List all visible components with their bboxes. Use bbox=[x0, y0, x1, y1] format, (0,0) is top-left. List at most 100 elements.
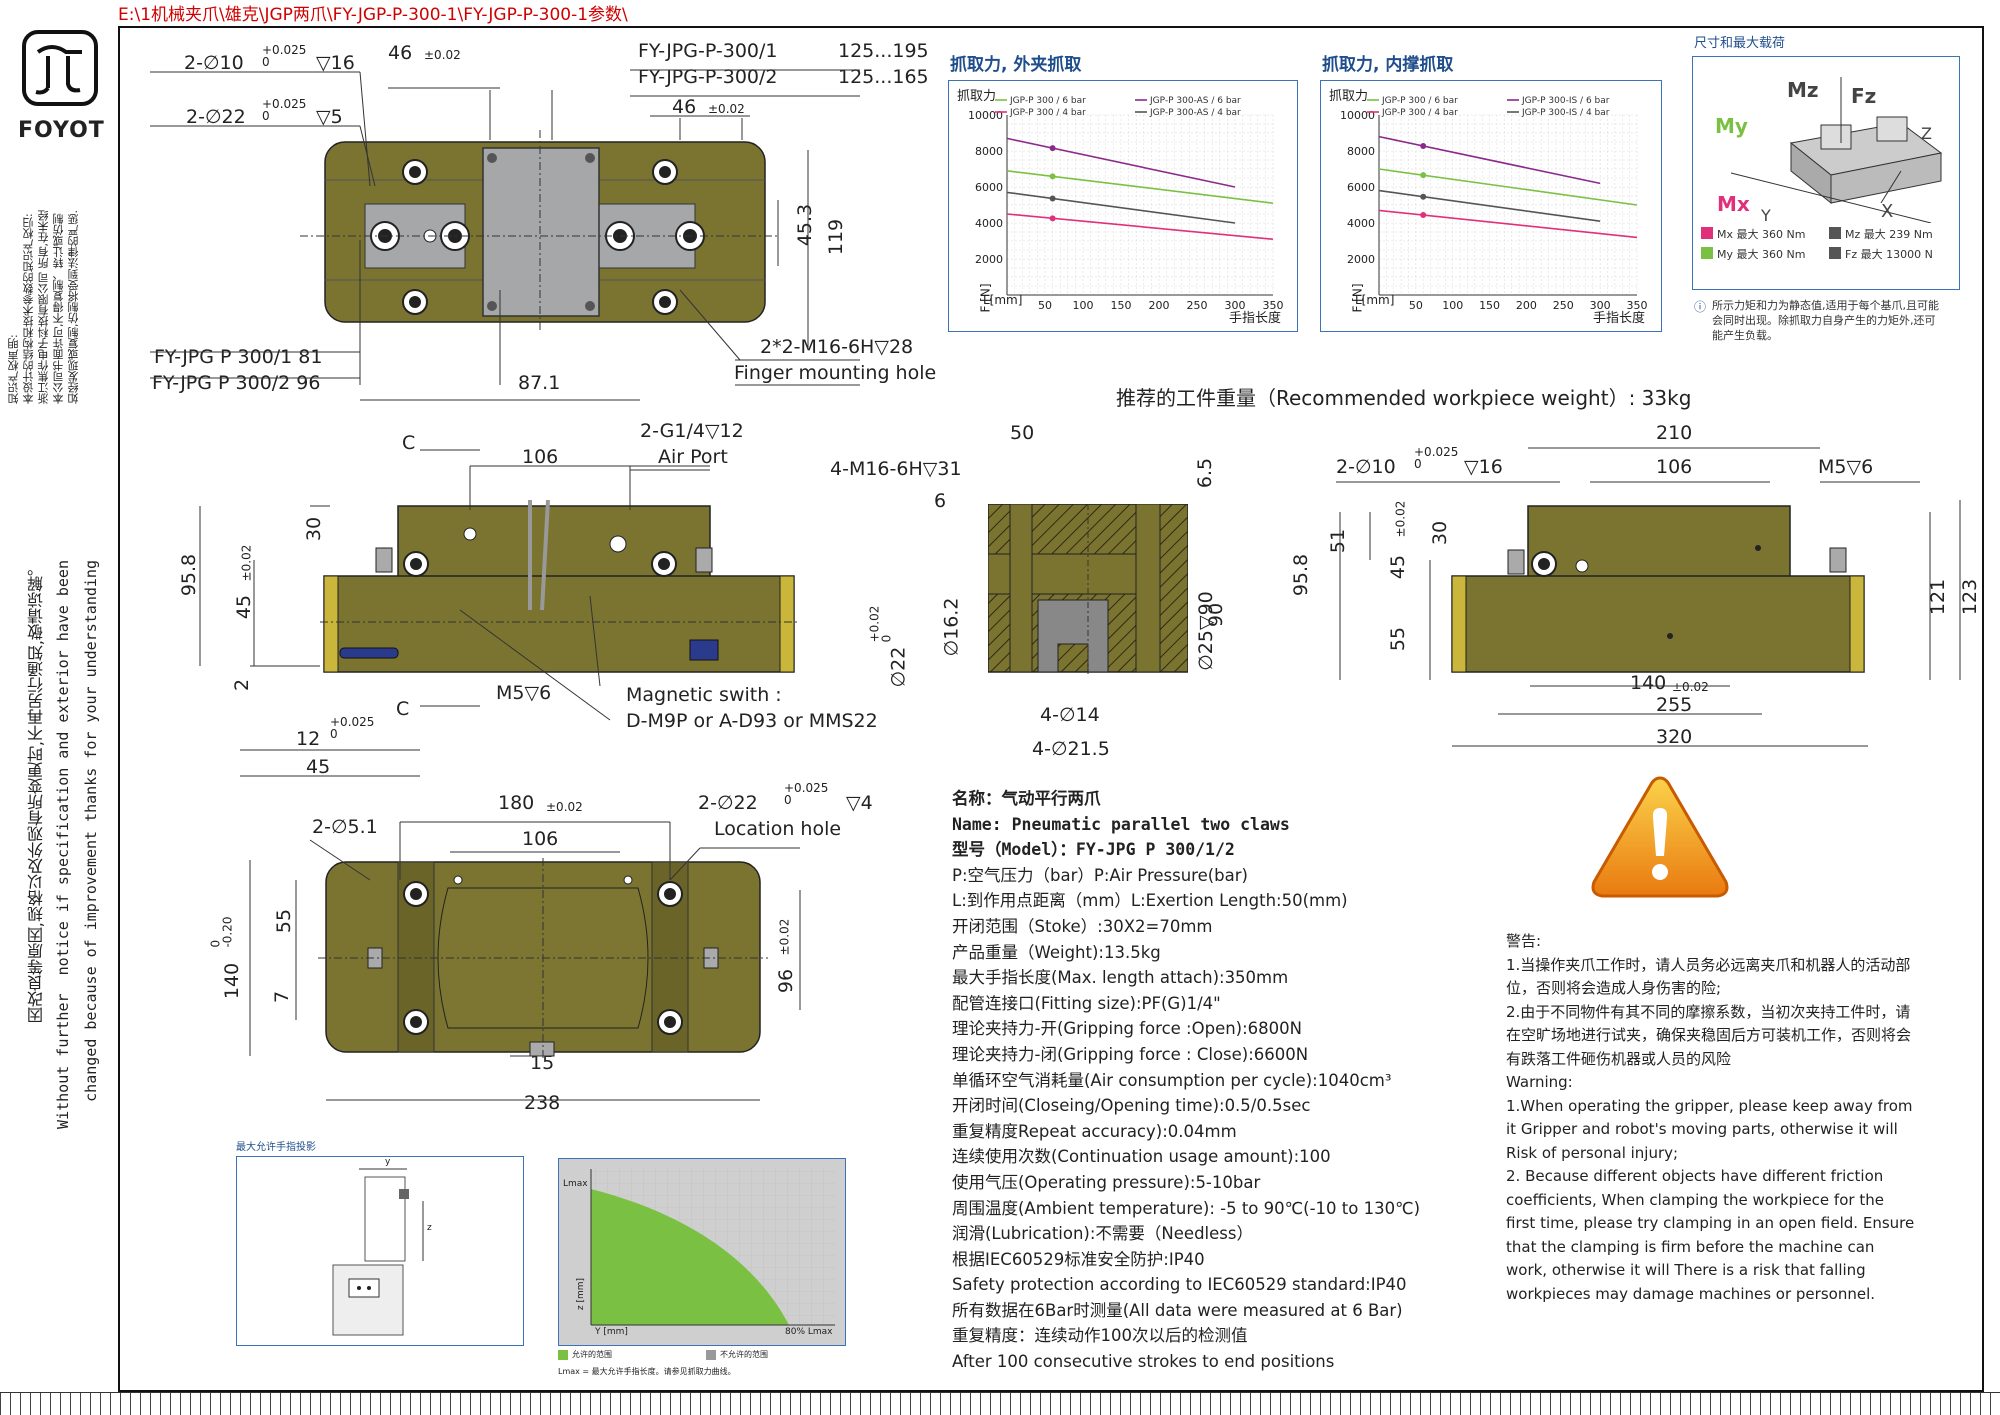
chart-outer-xlabel: 手指长度 bbox=[1229, 311, 1282, 326]
bottom-view-drawing bbox=[318, 858, 768, 1058]
spec-line: 名称：气动平行两爪 bbox=[952, 789, 1101, 808]
svg-text:Y: Y bbox=[1760, 206, 1771, 223]
c-top: C bbox=[402, 432, 416, 454]
dim-46b: 46 bbox=[672, 96, 697, 118]
chart-outer-lmm: L[mm] bbox=[983, 293, 1023, 307]
x-tick-label: 50 bbox=[1409, 299, 1423, 312]
allowed-label: 允许的范围 bbox=[572, 1350, 612, 1359]
disallowed-label: 不允许的范围 bbox=[720, 1350, 768, 1359]
spec-line: 开闭范围（Stoke）:30X2=70mm bbox=[952, 916, 1213, 936]
spec-line: 理论夹持力-闭(Gripping force : Close):6600N bbox=[952, 1044, 1309, 1064]
side-view-dimension-lines bbox=[1336, 447, 1961, 747]
warning-line: 1.当操作夹爪工作时，请人员务必远离夹爪和机器人的活动部位，否则将会造成人身伤害… bbox=[1506, 955, 1911, 998]
series-line bbox=[1378, 189, 1601, 222]
range-2: 125...165 bbox=[838, 66, 929, 88]
notice-cn: 因改良等原因,规格以及外观有所变更时,不再另行通知,敬请谅解。 bbox=[27, 560, 46, 1024]
projection-footnote: Lmax = 最大允许手指长度。请参见抓取力曲线。 bbox=[558, 1367, 736, 1376]
loads-box: Mz Fz My Mx X Y Z Mx 最大 360 Nm Mz 最大 239… bbox=[1692, 56, 1960, 290]
spec-line: 型号（Model）：FY-JPG P 300/1/2 bbox=[952, 840, 1235, 860]
series-line bbox=[1378, 135, 1601, 185]
x-tick-label: 250 bbox=[1553, 299, 1574, 312]
chart-inner-title: 抓取力, 内撑抓取 bbox=[1322, 55, 1454, 75]
warning-text: 警告:1.当操作夹爪工作时，请人员务必远离夹爪和机器人的活动部位，否则将会造成人… bbox=[1506, 930, 1916, 1306]
side-dim-d10-tol: +0.025 0 bbox=[1414, 445, 1459, 471]
dim-45-w: 45 bbox=[306, 756, 331, 778]
disallowed-swatch bbox=[706, 1350, 716, 1360]
magnetic-label-1: Magnetic swith : bbox=[626, 684, 782, 706]
mx-label: Mx 最大 360 Nm bbox=[1717, 228, 1806, 241]
notice-en-2: changed because of improvement thanks fo… bbox=[82, 560, 100, 1102]
spec-line: 单循环空气消耗量(Air consumption per cycle):1040… bbox=[952, 1070, 1392, 1090]
legend-label: JGP-P 300 / 4 bar bbox=[1381, 108, 1458, 118]
spec-line: 周围温度(Ambient temperature): -5 to 90℃(-10… bbox=[952, 1198, 1421, 1218]
chart-inner-lmm: L[mm] bbox=[1355, 293, 1395, 307]
spec-line: Safety protection according to IEC60529 … bbox=[952, 1275, 1407, 1295]
recommended-weight: 推荐的工件重量（Recommended workpiece weight）: 3… bbox=[1116, 386, 1692, 410]
series-point bbox=[1420, 142, 1427, 149]
foyot-logo-icon bbox=[22, 30, 98, 106]
my-label: My 最大 360 Nm bbox=[1717, 248, 1806, 261]
section-view-drawing bbox=[988, 504, 1188, 674]
spec-line: 使用气压(Operating pressure):5-10bar bbox=[952, 1172, 1261, 1192]
fz-swatch bbox=[1829, 247, 1841, 259]
side-dim-106: 106 bbox=[1656, 456, 1693, 478]
projection-box: y z bbox=[236, 1156, 524, 1346]
warning-line: Warning: bbox=[1506, 1073, 1573, 1091]
x-tick-label: 200 bbox=[1516, 299, 1537, 312]
spec-line: 最大手指长度(Max. length attach):350mm bbox=[952, 968, 1289, 988]
svg-text:Z: Z bbox=[1921, 124, 1932, 143]
series-point bbox=[1420, 193, 1427, 200]
warning-line: 1.When operating the gripper, please kee… bbox=[1506, 1096, 1913, 1162]
spec-line: 根据IEC60529标准安全防护:IP40 bbox=[952, 1249, 1205, 1269]
notice-en-1: Without further notice if specification … bbox=[54, 560, 72, 1129]
dim-46a: 46 bbox=[388, 42, 413, 64]
legend-label: JGP-P 300-IS / 4 bar bbox=[1521, 108, 1610, 118]
mz-swatch bbox=[1829, 227, 1841, 239]
spec-line: Name: Pneumatic parallel two claws bbox=[952, 814, 1290, 834]
spec-list: 名称：气动平行两爪 Name: Pneumatic parallel two cl… bbox=[952, 786, 1472, 1375]
mz-label: Mz 最大 239 Nm bbox=[1845, 228, 1933, 241]
top-view-drawing bbox=[300, 130, 780, 330]
dim-12-tol: +0.025 0 bbox=[330, 715, 375, 741]
model-1: FY-JPG-P-300/1 bbox=[638, 40, 778, 62]
ruler-scale bbox=[0, 1392, 2000, 1415]
projection-lmax: Lmax bbox=[563, 1179, 588, 1189]
chart-outer-ylabel: 抓取力 bbox=[957, 89, 997, 104]
c-bot: C bbox=[396, 698, 410, 720]
loads-title: 尺寸和最大载荷 bbox=[1694, 36, 1786, 51]
side-dim-140: 140 bbox=[1630, 672, 1667, 694]
bot-dim-106: 106 bbox=[522, 828, 559, 850]
y-tick-label: 4000 bbox=[1347, 217, 1375, 230]
side-dim-m5: M5▽6 bbox=[1818, 456, 1874, 478]
y-tick-label: 6000 bbox=[1347, 181, 1375, 194]
projection-zmm: z [mm] bbox=[576, 1277, 587, 1311]
chart-outer-title: 抓取力, 外夹抓取 bbox=[950, 55, 1082, 75]
air-port-label: Air Port bbox=[658, 446, 728, 468]
dim-46b-tol: ±0.02 bbox=[708, 102, 745, 116]
y-tick-label: 8000 bbox=[975, 145, 1003, 158]
bot-dim-238: 238 bbox=[524, 1092, 561, 1114]
sec-dim-6-5: 6.5 bbox=[1194, 457, 1217, 489]
spec-line: After 100 consecutive strokes to end pos… bbox=[952, 1352, 1335, 1372]
sec-dim-d14: 4-∅14 bbox=[1040, 704, 1100, 726]
spec-line: 连续使用次数(Continuation usage amount):100 bbox=[952, 1147, 1331, 1167]
loads-note: 所示力矩和力为静态值,适用于每个基爪,且可能 会同时出现。除抓取力自身产生的力矩… bbox=[1712, 299, 1939, 342]
projection-title: 最大允许手指投影 bbox=[236, 1142, 316, 1153]
x-tick-label: 150 bbox=[1111, 299, 1132, 312]
dim-d22-depth: ▽5 bbox=[316, 106, 343, 128]
projection-area-chart bbox=[590, 1169, 835, 1326]
projection-ymm: Y [mm] bbox=[595, 1327, 628, 1337]
svg-text:My: My bbox=[1715, 114, 1748, 138]
sec-dim-90: 90 bbox=[1205, 602, 1228, 628]
dim-12: 12 bbox=[296, 728, 321, 750]
dim-46a-tol: ±0.02 bbox=[424, 48, 461, 62]
bot-dim-15: 15 bbox=[530, 1052, 555, 1074]
x-tick-label: 300 bbox=[1590, 299, 1611, 312]
warning-line: 2. Because different objects have differ… bbox=[1506, 1167, 1915, 1303]
spec-line: 重复精度Repeat accuracy):0.04mm bbox=[952, 1121, 1237, 1141]
series-point bbox=[1049, 195, 1056, 202]
series-point bbox=[1049, 145, 1056, 152]
mx-swatch bbox=[1701, 227, 1713, 239]
bot-dim-d22-tol: +0.025 0 bbox=[784, 781, 829, 807]
